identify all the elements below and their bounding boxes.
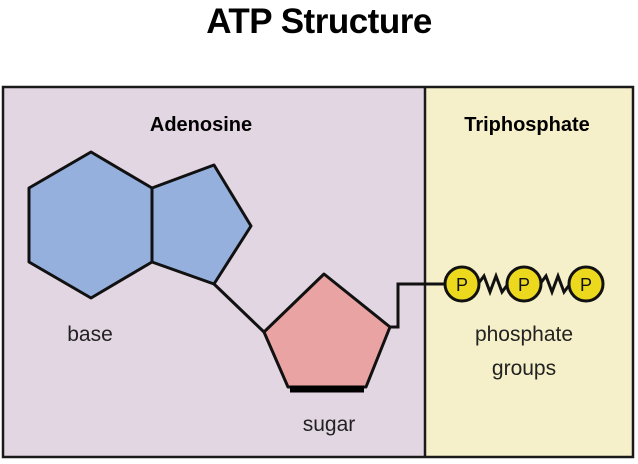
sugar-phosphate-bond — [390, 282, 446, 329]
phosphate-circle-2 — [505, 265, 543, 303]
base-sugar-bond — [212, 282, 266, 334]
diagram-title: ATP Structure — [206, 2, 432, 41]
sugar-label: sugar — [303, 413, 356, 436]
triphosphate-heading: Triphosphate — [464, 114, 590, 136]
phosphate-label-line1: phosphate — [475, 323, 573, 346]
phosphate-circle-3 — [567, 265, 605, 303]
phosphate-bond-1 — [476, 271, 510, 297]
phosphate-circle-1 — [443, 265, 481, 303]
base-pentagon — [150, 163, 253, 286]
phosphate-symbol-2: P — [518, 275, 530, 295]
adenosine-heading: Adenosine — [150, 114, 252, 136]
phosphate-symbol-1: P — [456, 275, 468, 295]
diagram-frame — [1, 85, 635, 459]
phosphate-symbol-3: P — [580, 275, 592, 295]
phosphate-label-line2: groups — [492, 357, 556, 380]
phosphate-bond-2 — [538, 271, 572, 297]
base-label: base — [67, 323, 113, 346]
